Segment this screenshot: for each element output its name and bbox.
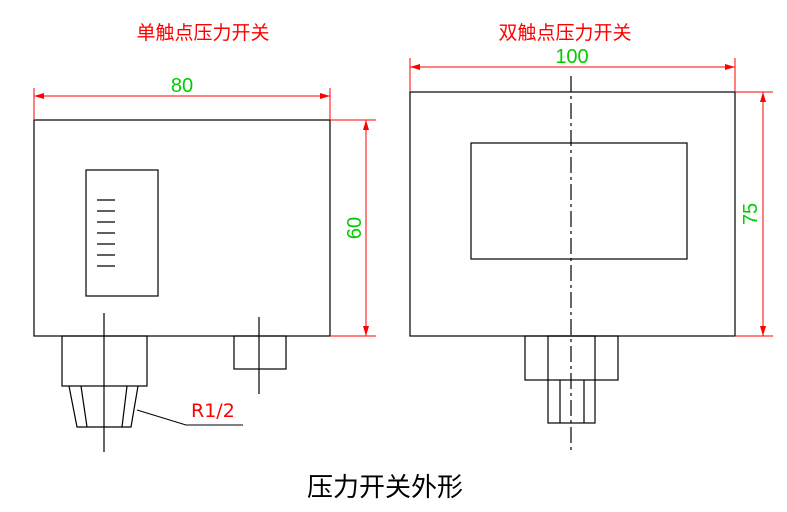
double-height-dimension: 75 [735, 91, 773, 337]
single-title: 单触点压力开关 [136, 22, 269, 44]
display-window [470, 142, 688, 260]
width-dimension: 80 [33, 75, 331, 120]
thread-label: R1/2 [191, 400, 235, 422]
cable-gland [233, 317, 287, 394]
double-height-value: 75 [740, 203, 762, 225]
double-width-dimension: 100 [409, 46, 736, 92]
width-value: 80 [171, 75, 193, 97]
single-body [33, 119, 331, 337]
double-fitting [524, 335, 619, 424]
pressure-fitting [61, 313, 148, 452]
double-title: 双触点压力开关 [498, 22, 631, 44]
figure-caption: 压力开关外形 [307, 473, 463, 503]
double-width-value: 100 [555, 46, 588, 68]
gauge-window [85, 169, 159, 297]
scale-ticks [97, 199, 115, 267]
double-body [409, 91, 736, 337]
single-contact-switch: 单触点压力开关 R1/2 80 [33, 22, 376, 452]
thread-leader [136, 409, 243, 426]
height-value: 60 [344, 217, 366, 239]
height-dimension: 60 [330, 119, 376, 337]
double-contact-switch: 双触点压力开关 100 75 [409, 22, 773, 450]
